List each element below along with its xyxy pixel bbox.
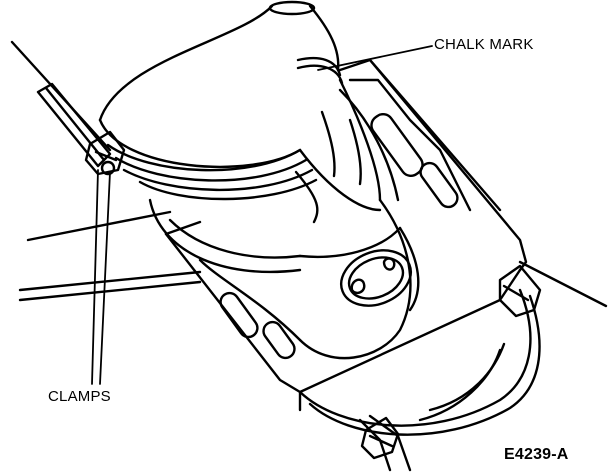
clamps-leader-2 xyxy=(99,171,111,385)
clamps-label: CLAMPS xyxy=(48,388,111,405)
clamp-screws xyxy=(36,82,126,176)
leader-lines xyxy=(91,45,433,385)
u-joint-cap xyxy=(340,249,412,307)
boot-ribs xyxy=(294,110,362,224)
clamps-leader-1 xyxy=(91,169,99,385)
chalk-mark-leader xyxy=(317,45,433,71)
figure-id: E4239-A xyxy=(504,446,569,463)
flange-slots xyxy=(219,112,459,360)
chalk-mark-band xyxy=(296,56,344,85)
driveshaft-tube xyxy=(98,0,340,169)
lower-strap xyxy=(298,288,541,472)
chalk-mark-label: CHALK MARK xyxy=(434,36,534,53)
strap-bolts xyxy=(360,264,542,460)
yoke-flange xyxy=(198,198,420,360)
cv-boot xyxy=(148,78,402,274)
clamp-bands xyxy=(106,143,318,201)
